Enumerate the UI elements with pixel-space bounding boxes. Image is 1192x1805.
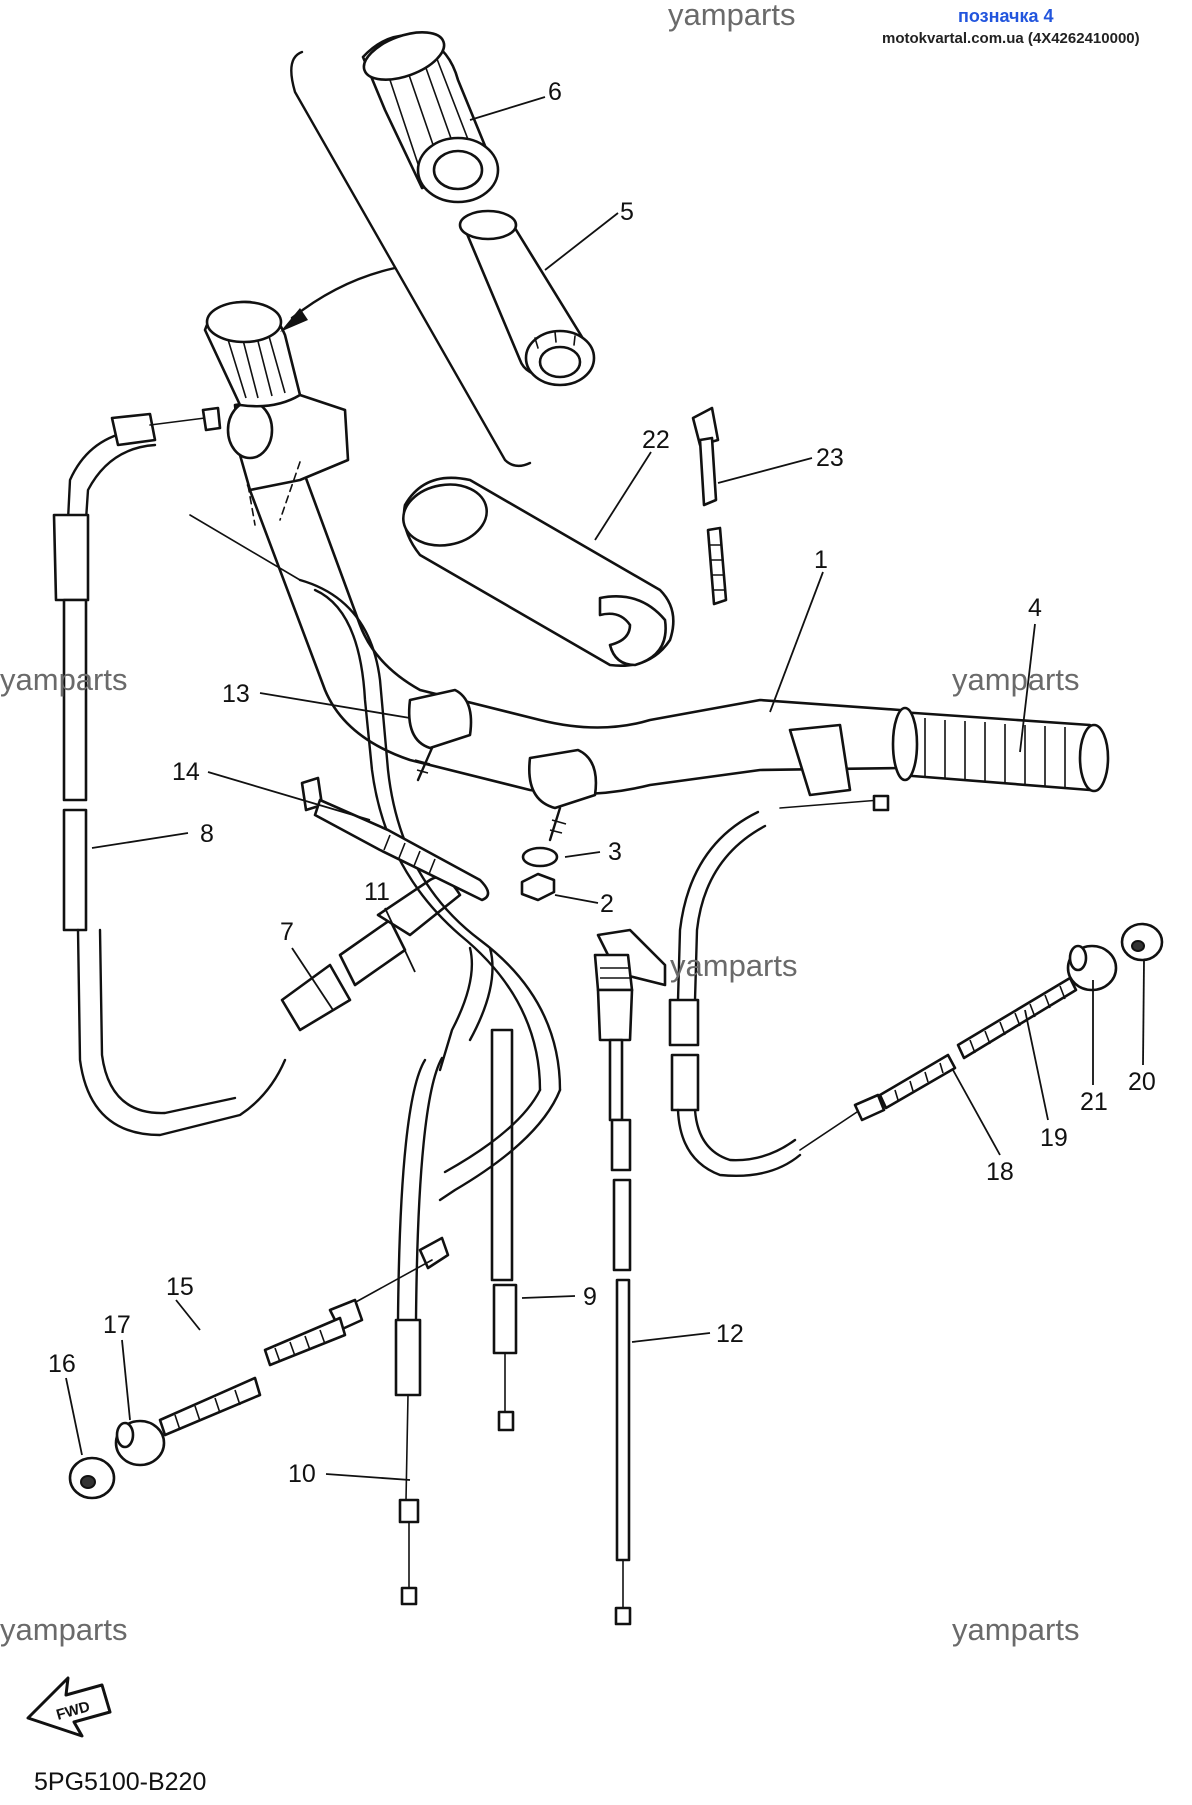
cable-18 (668, 794, 957, 1177)
callout-4: 4 (1028, 594, 1042, 622)
washer-3 (521, 846, 559, 868)
callout-7: 7 (280, 918, 294, 946)
callout-17: 17 (103, 1311, 131, 1339)
callout-9: 9 (583, 1283, 597, 1311)
grip-6 (361, 31, 500, 204)
callout-19: 19 (1040, 1124, 1068, 1152)
callout-16: 16 (48, 1350, 76, 1378)
callout-8: 8 (200, 820, 214, 848)
callout-1: 1 (814, 546, 828, 574)
callout-12: 12 (716, 1320, 744, 1348)
right-grip-4 (891, 706, 1110, 793)
callout-20: 20 (1128, 1068, 1156, 1096)
watermarks: yamparts yamparts yamparts yamparts yamp… (0, 662, 1079, 1647)
collar-5 (458, 209, 596, 387)
callout-10: 10 (288, 1460, 316, 1488)
callout-11: 11 (364, 878, 390, 906)
cable-9 (438, 946, 518, 1432)
nut-2 (520, 872, 556, 902)
cap-20 (1120, 922, 1164, 962)
watermark-right: yamparts (952, 662, 1079, 697)
cable-8 (52, 406, 462, 1137)
cap-16 (68, 1456, 116, 1500)
callout-5: 5 (620, 198, 634, 226)
callout-18: 18 (986, 1158, 1014, 1186)
pad-22 (402, 476, 675, 667)
watermark-bottom-left: yamparts (0, 1612, 127, 1647)
callout-2: 2 (600, 890, 614, 918)
detail-arrow (290, 266, 397, 320)
fwd-arrow-icon: FWD (26, 1676, 112, 1738)
callout-13: 13 (222, 680, 250, 708)
cable-12 (593, 928, 667, 1626)
leader-lines (65, 96, 1145, 1481)
nut-17 (114, 1419, 166, 1467)
cable-15 (158, 1236, 450, 1437)
watermark-top: yamparts (668, 0, 795, 32)
diagram-code: 5PG5100-B220 (34, 1768, 206, 1796)
detail-bracket (290, 50, 532, 468)
callout-14: 14 (172, 758, 200, 786)
cable-strap-14 (300, 776, 490, 902)
nut-21 (1066, 944, 1118, 992)
left-grip-mounted (203, 300, 302, 408)
badge-label[interactable]: позначка 4 (958, 6, 1054, 26)
callout-numbers: 1 2 3 4 5 6 7 8 9 10 11 12 13 14 15 16 1… (48, 78, 1156, 1488)
callout-22: 22 (642, 426, 670, 454)
clamps (407, 688, 598, 842)
site-reference: motokvartal.com.ua (4X4262410000) (882, 30, 1140, 47)
watermark-left: yamparts (0, 662, 127, 697)
watermark-bottom-right: yamparts (952, 1612, 1079, 1647)
watermark-center: yamparts (670, 948, 797, 983)
cable-10 (394, 1056, 444, 1606)
strap-23 (691, 406, 728, 606)
callout-23: 23 (816, 444, 844, 472)
callout-15: 15 (166, 1273, 194, 1301)
callout-6: 6 (548, 78, 562, 106)
spring-19 (956, 976, 1078, 1060)
callout-21: 21 (1080, 1088, 1108, 1116)
callout-3: 3 (608, 838, 622, 866)
arrow-head-icon (280, 308, 308, 332)
cable-13 (189, 514, 562, 1202)
